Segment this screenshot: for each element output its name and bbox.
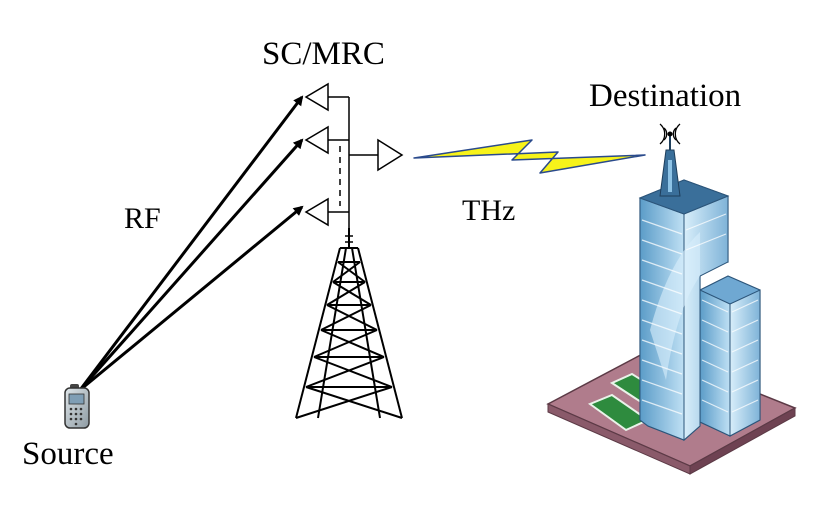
rf-link-bottom [79,205,304,392]
rf-links [78,95,304,392]
antenna-bottom [304,197,329,227]
lightning-bolt-icon [413,139,646,174]
lattice-tower-icon [295,228,403,419]
mobile-phone-icon [64,384,90,429]
relay-label: SC/MRC [262,36,385,72]
source-label: Source [22,436,114,472]
rf-link-middle [78,138,304,391]
antenna-top [304,82,329,112]
rf-link-label: RF [124,202,161,235]
thz-tx-antenna [377,138,404,172]
rf-link-top [78,95,304,391]
skyscraper-icon [546,131,797,475]
relay-antenna-array [304,82,404,230]
wireless-signal-icon [659,123,681,145]
antenna-middle [304,125,329,155]
destination-label: Destination [589,78,742,114]
thz-link-label: THz [462,194,516,227]
